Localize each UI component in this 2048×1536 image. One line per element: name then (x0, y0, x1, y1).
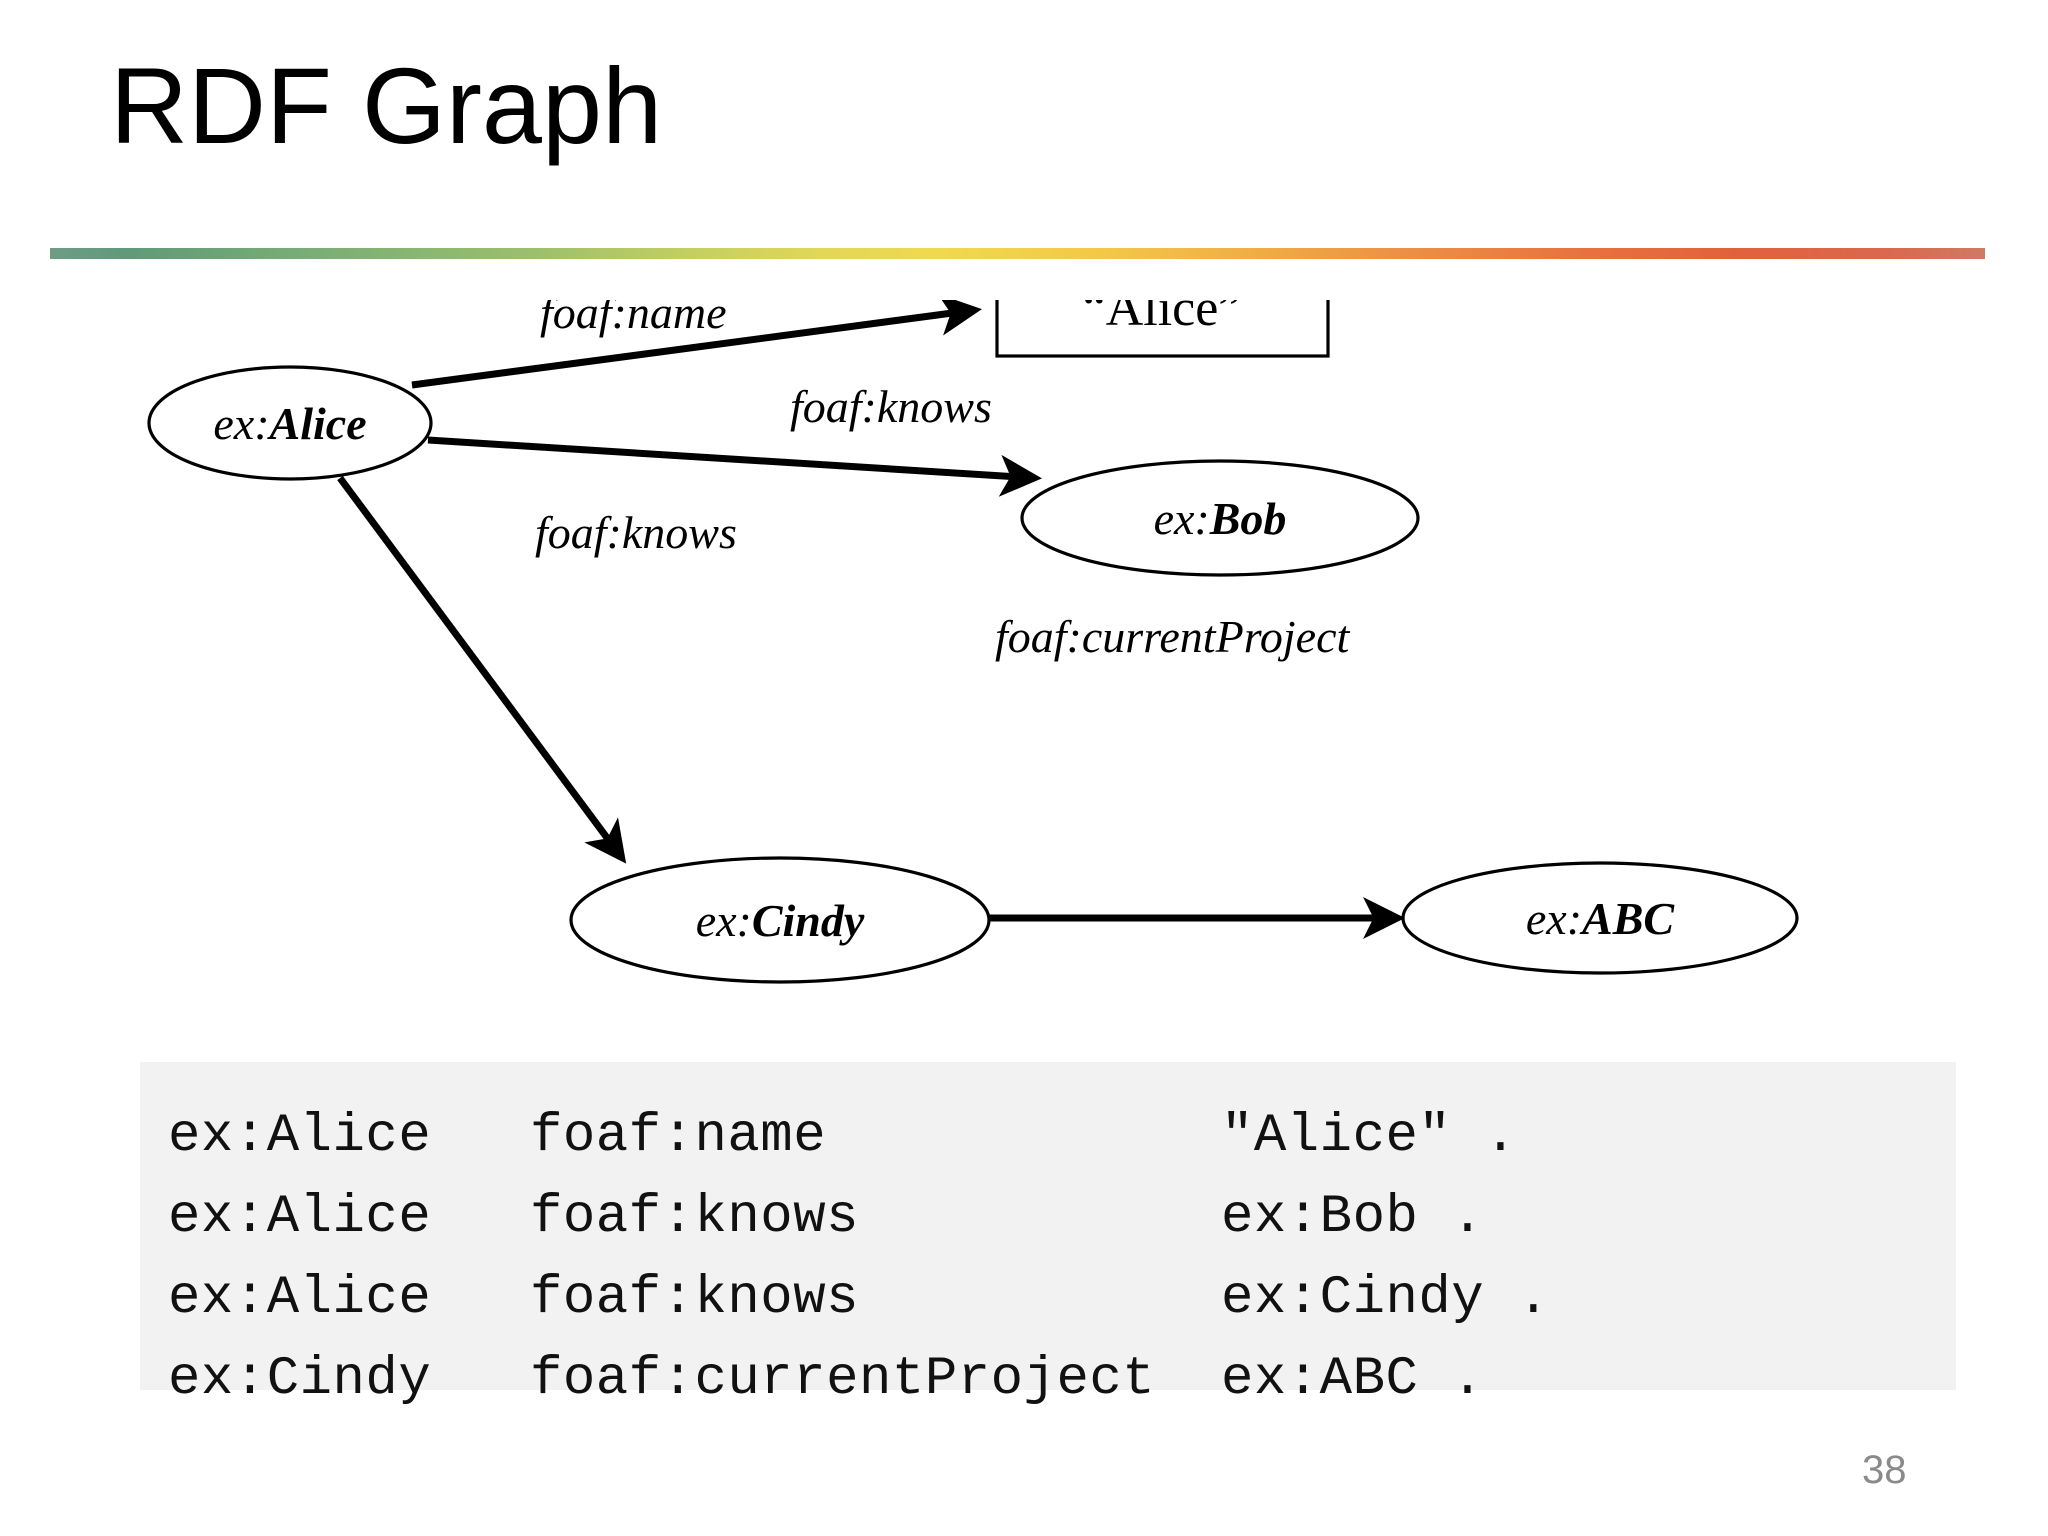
node-label-ex-bob: ex:Bob (1154, 493, 1287, 544)
edge-foaf-current-project: foaf:currentProject (989, 611, 1405, 939)
node-name-ex-bob: Bob (1209, 493, 1287, 544)
code-line: ex:Alice foaf:knows ex:Bob . (168, 1187, 1485, 1248)
page-title: RDF Graph (110, 45, 663, 166)
node-ex-bob[interactable]: ex:Bob (1020, 459, 1420, 577)
node-ex-abc[interactable]: ex:ABC (1401, 861, 1799, 975)
edge-line-foaf-knows-bob (427, 436, 1042, 497)
edge-foaf-knows-cindy: foaf:knows (337, 475, 737, 864)
node-prefix-ex-alice: ex: (213, 398, 269, 449)
rdf-graph-diagram: foaf:name foaf:knows foaf:knows foaf:cur… (0, 300, 2048, 1020)
node-name-ex-abc: ABC (1579, 893, 1675, 944)
edge-foaf-name: foaf:name (411, 300, 982, 389)
node-literal-alice[interactable]: “Alice” (995, 300, 1330, 358)
node-prefix-ex-abc: ex: (1526, 893, 1582, 944)
node-label-literal-alice: “Alice” (1083, 300, 1242, 337)
node-ellipse-ex-alice (147, 365, 433, 481)
node-ex-cindy[interactable]: ex:Cindy (569, 856, 991, 984)
node-label-ex-abc: ex:ABC (1526, 893, 1676, 944)
edge-label-foaf-knows-cindy: foaf:knows (535, 507, 737, 558)
rainbow-divider (50, 248, 1985, 259)
node-name-ex-cindy: Cindy (752, 895, 865, 946)
edge-label-foaf-name: foaf:name (540, 300, 727, 338)
node-rect-literal-alice (995, 300, 1330, 358)
node-ellipse-ex-abc (1401, 861, 1799, 975)
code-line: ex:Cindy foaf:currentProject ex:ABC . (168, 1349, 1485, 1410)
node-name-ex-alice: Alice (267, 398, 367, 449)
edge-line-foaf-name (411, 300, 982, 389)
node-ellipse-ex-bob (1020, 459, 1420, 577)
edge-line-foaf-knows-cindy (337, 475, 627, 864)
node-prefix-ex-bob: ex: (1154, 493, 1210, 544)
node-ellipse-ex-cindy (569, 856, 991, 984)
node-prefix-ex-cindy: ex: (696, 895, 752, 946)
code-line: ex:Alice foaf:name "Alice" . (168, 1106, 1518, 1167)
node-label-ex-cindy: ex:Cindy (696, 895, 865, 946)
code-line: ex:Alice foaf:knows ex:Cindy . (168, 1268, 1551, 1329)
edge-label-foaf-knows-bob: foaf:knows (790, 381, 992, 432)
turtle-code-block: ex:Alice foaf:name "Alice" . ex:Alice fo… (140, 1062, 1956, 1410)
node-label-ex-alice: ex:Alice (213, 398, 366, 449)
edge-foaf-knows-bob: foaf:knows (427, 381, 1042, 497)
page-number: 38 (1862, 1448, 1907, 1492)
node-ex-alice[interactable]: ex:Alice (147, 365, 433, 481)
edge-label-foaf-current-project: foaf:currentProject (995, 611, 1350, 662)
